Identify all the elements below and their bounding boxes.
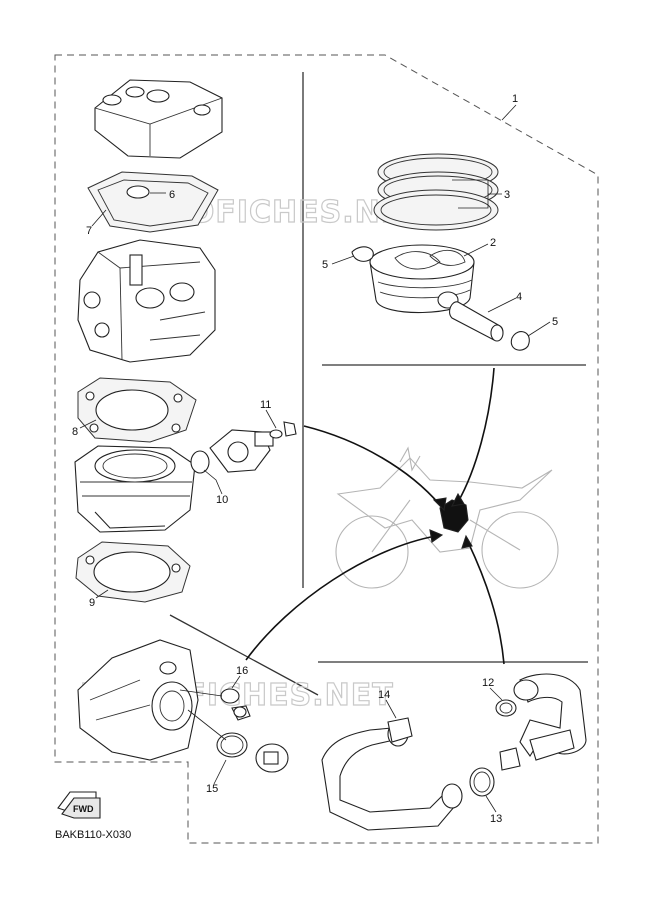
leader-16: [231, 675, 241, 689]
head-gasket: [77, 377, 197, 443]
leader-5a: [331, 255, 355, 265]
check-bolt-16: [231, 705, 251, 721]
cylinder-head: [77, 239, 216, 363]
arrow-piston-to-engine: [457, 367, 495, 503]
piston-pin: [449, 301, 504, 342]
callout-9: 9: [89, 597, 95, 609]
cover-gasket: [87, 171, 219, 233]
arrowhead-head: [432, 497, 447, 512]
arrow-cover-to-engine: [245, 535, 437, 661]
piston-pin-clip-left: [351, 246, 374, 262]
o-ring-16: [220, 688, 240, 704]
drain-bolt-11: [283, 421, 297, 437]
callout-15: 15: [206, 783, 218, 795]
callout-10: 10: [216, 494, 228, 506]
leader-12: [489, 687, 503, 701]
callout-5-left: 5: [322, 259, 328, 271]
diagram-code: BAKB110-X030: [55, 829, 131, 841]
leader-cover-plug: [179, 689, 223, 697]
leader-cover-bore: [187, 709, 227, 741]
fwd-label: FWD: [73, 804, 94, 814]
leader-8: [79, 419, 97, 429]
hose-collar-14: [387, 717, 413, 743]
piston-ring-set: [373, 153, 499, 231]
thermostat-housing: [190, 429, 274, 474]
washer-11: [269, 429, 283, 439]
callout-13: 13: [490, 813, 502, 825]
radiator-hose-right: [513, 673, 587, 761]
callout-5-right: 5: [552, 316, 558, 328]
motorcycle-silhouette: [335, 446, 559, 589]
leader-3: [452, 179, 502, 209]
leader-13: [485, 795, 497, 813]
cylinder: [74, 445, 196, 533]
piston-pin-clip-right: [510, 331, 530, 351]
divider-cover-box: [169, 614, 319, 696]
callout-14: 14: [378, 689, 390, 701]
o-ring-12: [495, 699, 517, 717]
leader-11: [265, 409, 277, 429]
callout-16: 16: [236, 665, 248, 677]
leader-5b: [527, 321, 551, 337]
callout-11: 11: [260, 399, 271, 411]
leader-15: [213, 759, 227, 785]
leader-9: [95, 589, 109, 599]
callout-3: 3: [504, 189, 510, 201]
hose-clamp: [499, 747, 521, 771]
callout-7: 7: [86, 225, 92, 237]
callout-12: 12: [482, 677, 494, 689]
leader-14: [385, 699, 397, 719]
fwd-arrow-icon: FWD: [57, 791, 101, 819]
leader-2: [463, 243, 489, 257]
arrowhead-piston: [451, 492, 465, 507]
callout-8: 8: [72, 426, 78, 438]
arrow-hose-to-engine: [467, 541, 505, 665]
cylinder-head-cover: [94, 79, 223, 159]
leader-10: [203, 469, 223, 495]
leader-7: [91, 209, 107, 227]
callout-4: 4: [516, 291, 522, 303]
clutch-cover: [77, 639, 199, 761]
arrowhead-cover: [429, 529, 444, 543]
leader-1: [501, 104, 517, 121]
base-gasket: [75, 541, 191, 603]
drain-plug-15: [255, 743, 289, 773]
callout-6: 6: [169, 189, 175, 201]
arrow-head-to-engine: [303, 425, 441, 506]
piston: [369, 244, 475, 314]
callout-2: 2: [490, 237, 496, 249]
leader-4: [487, 297, 517, 313]
callout-1: 1: [512, 93, 518, 105]
arrowhead-hose: [461, 534, 473, 549]
hose-clamp-13: [469, 767, 495, 797]
